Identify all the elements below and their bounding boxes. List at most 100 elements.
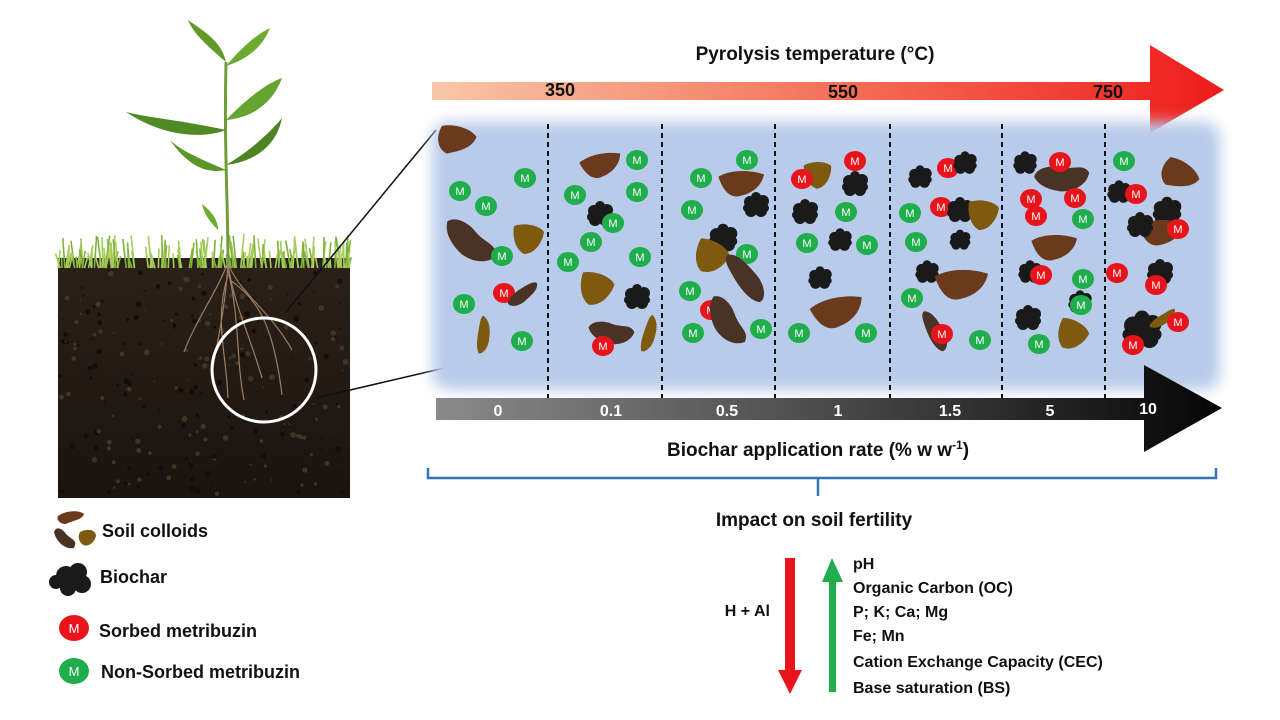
soil-speck (171, 464, 177, 469)
soil-speck (186, 379, 189, 382)
non-sorbed-metribuzin-marker: M (835, 202, 857, 222)
biochar-particle (949, 229, 971, 250)
soil-colloid (446, 219, 496, 262)
grass-blade (96, 236, 103, 269)
soil-speck (101, 299, 105, 303)
soil-speck (115, 479, 121, 484)
marker-letter: M (937, 329, 946, 341)
non-sorbed-metribuzin-marker: M (453, 294, 475, 314)
grass-blade (268, 250, 272, 269)
grass-blade (212, 257, 218, 269)
soil-speck (244, 480, 247, 483)
soil-speck (132, 371, 135, 374)
marker-letter: M (1119, 156, 1128, 168)
non-sorbed-metribuzin-marker: M (1072, 269, 1094, 289)
temperature-gradient-arrow (432, 45, 1224, 133)
non-sorbed-metribuzin-marker: M (901, 288, 923, 308)
soil-speck (313, 482, 318, 486)
grass-blade (284, 240, 292, 269)
non-sorbed-metribuzin-marker: M (681, 200, 703, 220)
soil-speck (73, 342, 77, 346)
grass-blade (303, 250, 310, 269)
grass-blade (334, 241, 339, 269)
soil-speck (239, 352, 246, 358)
pyrolysis-title: Pyrolysis temperature (°C) (696, 44, 935, 65)
grass-blade (239, 234, 245, 269)
marker-letter: M (841, 207, 850, 219)
soil-speck (269, 298, 273, 301)
marker-letter: M (1078, 214, 1087, 226)
biochar-particle (953, 151, 977, 174)
soil-speck (195, 413, 200, 418)
impact-item-cec: Cation Exchange Capacity (CEC) (853, 654, 1103, 671)
soil-speck (240, 347, 244, 351)
soil-colloid (968, 200, 999, 230)
grass-blade (241, 252, 247, 269)
grass-blade (102, 254, 106, 269)
biochar-particle (808, 266, 832, 289)
soil-speck (95, 301, 101, 307)
soil-speck (302, 435, 307, 440)
marker-letter: M (850, 156, 859, 168)
grass-blade (167, 245, 171, 269)
rate-label-1: 1 (834, 403, 843, 420)
soil-speck (183, 276, 190, 283)
marker-letter: M (943, 163, 952, 175)
soil-speck (298, 434, 303, 440)
soil-speck (332, 437, 335, 440)
marker-letter: M (517, 336, 526, 348)
soil-speck (284, 325, 289, 330)
marker-letter: M (687, 205, 696, 217)
sorbed-metribuzin-marker: M (1020, 189, 1042, 209)
soil-speck (112, 332, 115, 335)
marker-letter: M (911, 237, 920, 249)
soil-speck (337, 469, 341, 473)
soil-colloid (580, 271, 615, 305)
non-sorbed-metribuzin-marker: M (514, 168, 536, 188)
soil-speck (178, 286, 183, 291)
grass-blade (57, 250, 62, 269)
soil-speck (260, 453, 267, 459)
soil-speck (335, 381, 338, 384)
rate-label-10: 10 (1139, 401, 1157, 418)
soil-speck (173, 327, 176, 330)
rate-label-1.5: 1.5 (939, 403, 961, 420)
soil-speck (83, 433, 89, 439)
grass-blade (144, 246, 150, 269)
grass-blade (228, 235, 234, 269)
soil-speck (92, 304, 96, 308)
marker-letter: M (635, 252, 644, 264)
soil-colloid (934, 269, 988, 300)
soil-speck (127, 382, 132, 387)
rate-label-0: 0 (494, 403, 503, 420)
grass-blade (106, 238, 113, 269)
grass-blade (276, 240, 280, 269)
soil-speck (73, 346, 77, 351)
marker-letter: M (905, 208, 914, 220)
soil-speck (244, 311, 251, 318)
soil-speck (308, 357, 312, 361)
soil-speck (204, 320, 211, 327)
soil-speck (190, 314, 194, 318)
temperature-label-350: 350 (545, 80, 575, 100)
grass-blade (253, 235, 257, 269)
sorbed-metribuzin-marker: M (1122, 335, 1144, 355)
soil-speck (251, 328, 257, 334)
soil-speck (189, 485, 195, 492)
bracket (426, 468, 1218, 496)
soil-speck (186, 389, 189, 392)
application-rate-arrow: 0 0.1 0.5 1 1.5 5 10 Biochar application… (436, 365, 1222, 461)
soil-speck (204, 470, 211, 477)
grass-blade (323, 257, 327, 269)
soil-speck (74, 320, 79, 324)
soil-speck (252, 428, 259, 434)
soil-speck (195, 451, 200, 456)
soil-speck (143, 289, 146, 292)
non-sorbed-metribuzin-marker: M (856, 235, 878, 255)
grass-blade (312, 246, 316, 269)
marker-letter: M (598, 341, 607, 353)
sorbed-metribuzin-marker: M (1030, 265, 1052, 285)
rate-label-0.5: 0.5 (716, 403, 738, 420)
temperature-label-750: 750 (1093, 82, 1123, 102)
marker-letter: M (497, 251, 506, 263)
